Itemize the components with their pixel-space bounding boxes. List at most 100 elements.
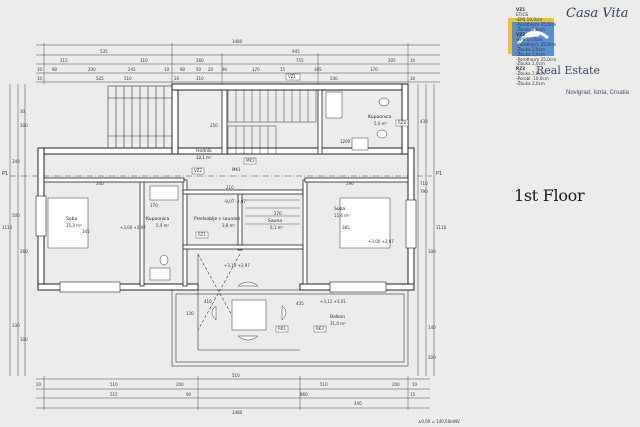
- dim-bottom: 15: [410, 392, 416, 397]
- dim-right: 1110: [436, 225, 447, 230]
- dim-bottom: 860: [300, 392, 308, 397]
- brand-location: Novigrad, Istria, Croatia: [566, 90, 630, 96]
- room-area-balkon: 31,0 m²: [330, 321, 346, 326]
- dim-top: 20: [208, 67, 214, 72]
- legend-vz2-line: -Porotherm 25,0cm: [516, 41, 557, 47]
- level-mark: +3,00 +2,97: [120, 225, 146, 230]
- dim-top: 10: [37, 76, 43, 81]
- dim-top: 10: [164, 67, 170, 72]
- dim-interior: 130: [186, 311, 194, 316]
- legend-vz1-line: -Žbuka 2,0cm: [516, 26, 545, 32]
- dim-bottom: 510: [320, 382, 328, 387]
- dim-bottom: 200: [176, 382, 184, 387]
- dim-bottom: 10: [412, 382, 418, 387]
- dim-interior: 385: [342, 225, 350, 230]
- tag-mk1: MK1: [232, 167, 241, 172]
- room-label-sauna: Sauna: [268, 219, 283, 224]
- dim-bottom: 200: [392, 382, 400, 387]
- legend-vz1-line: -Porotherm 25,0cm: [516, 21, 557, 27]
- dim-right: 300: [428, 249, 436, 254]
- dim-top: 305: [314, 67, 322, 72]
- room-area-predsoblje: 3,8 m²: [222, 223, 236, 228]
- bottom-dimension-lines: [36, 378, 430, 409]
- room-label-kupaonica-top: Kupaonica: [368, 115, 392, 120]
- dim-interior: 250: [210, 123, 218, 128]
- legend-vz2-line: -EPS 17,0cm: [516, 36, 543, 42]
- dim-left: 1110: [2, 225, 13, 230]
- dim-interior: 170: [150, 203, 158, 208]
- dim-top: 310: [140, 58, 148, 63]
- wall-tag-boxes: [191, 73, 409, 333]
- room-label-soba-left: Soba: [66, 217, 78, 222]
- legend-rz2-line: -Žbuka 2,0cm: [516, 81, 545, 87]
- dim-right: 790: [420, 189, 428, 194]
- dim-top: 90: [52, 67, 58, 72]
- dim-interior: 290: [346, 181, 354, 186]
- dim-right: 200: [428, 355, 436, 360]
- dim-top: 215: [60, 58, 68, 63]
- dim-bottom: 440: [354, 401, 362, 406]
- top-dimension-lines: [36, 44, 440, 83]
- level-mark: +3,13 +2,97: [224, 263, 250, 268]
- dim-top: 200: [88, 67, 96, 72]
- dim-top: 945: [292, 49, 300, 54]
- level-mark: -0,07 -2,97: [224, 199, 246, 204]
- dim-top: 310: [196, 76, 204, 81]
- top-terrace-pergola: [107, 85, 173, 149]
- right-dimension-lines: [417, 84, 435, 376]
- dim-top: 50: [196, 67, 202, 72]
- room-label-predsoblje: Predsoblje s saunom: [194, 217, 241, 222]
- dim-left: 30: [20, 109, 26, 114]
- dim-left: 300: [20, 123, 28, 128]
- level-mark: +3,00 +2,97: [368, 239, 394, 244]
- dim-top: 370: [370, 67, 378, 72]
- casa-vita-logo: [508, 18, 554, 56]
- legend-vz1-title: VZ1: [516, 7, 526, 12]
- scale-note: ±0,00 = 140,50mNV: [418, 419, 460, 424]
- dim-bottom: 90: [186, 392, 192, 397]
- dim-interior: 410: [204, 299, 212, 304]
- dim-bottom: 510: [232, 373, 240, 378]
- dim-right: 430: [420, 119, 428, 124]
- brand-name: Real Estate: [536, 64, 600, 77]
- legend-rz2-line: -Žbuka 2,0cm: [516, 71, 545, 77]
- dim-top-total: 1480: [232, 39, 243, 44]
- room-label-balkon: Balkon: [330, 315, 346, 320]
- dim-top: 755: [296, 58, 304, 63]
- left-dimension-lines: [9, 84, 26, 376]
- tag-vz1: VZ1: [288, 74, 297, 79]
- staircase: [227, 89, 317, 155]
- tag-rz1: RZ1: [198, 232, 207, 237]
- dim-top: 10: [410, 76, 416, 81]
- dim-left: 330: [12, 323, 20, 328]
- dim-top: 10: [410, 58, 416, 63]
- tag-rk1: RK1: [278, 326, 286, 331]
- dim-top: 510: [124, 76, 132, 81]
- legend-vz1-sub: ETICS: [516, 11, 529, 17]
- dim-top: 260: [196, 58, 204, 63]
- legend-vz2-line: -Žbuka 2,0cm: [516, 51, 545, 57]
- room-area-sauna: 6,1 m²: [270, 225, 284, 230]
- room-area-kupaonica-top: 5,0 m²: [374, 121, 388, 126]
- wall-legend: VZ1 ETICS -EPS 10,0cm -Porotherm 25,0cm …: [516, 7, 557, 87]
- dim-top: 90: [222, 67, 228, 72]
- room-area-kupaonica-left: 5,4 m²: [156, 223, 170, 228]
- dim-top: 15: [280, 67, 286, 72]
- room-label-hodnik: Hodnik: [196, 149, 212, 154]
- dim-top: 205: [388, 58, 396, 63]
- beds: [47, 197, 391, 249]
- dim-left: 340: [12, 159, 20, 164]
- room-label-kupaonica-left: Kupaonica: [146, 217, 170, 222]
- dim-bottom: 510: [110, 382, 118, 387]
- room-area-soba-left: 15,3 m²: [66, 223, 82, 228]
- legend-rz2-title: RZ2: [516, 66, 526, 72]
- tag-mk3: MK3: [246, 158, 255, 163]
- legend-vz2-title: VZ2: [516, 31, 526, 37]
- section-mark-p1-right: P1: [436, 171, 443, 177]
- dim-top: 170: [252, 67, 260, 72]
- legend-vz2-line: -Žbuka 2,0cm: [516, 46, 545, 52]
- dim-interior: 1200: [340, 139, 351, 144]
- window-marks: [35, 195, 417, 293]
- dim-bottom: 20: [36, 382, 42, 387]
